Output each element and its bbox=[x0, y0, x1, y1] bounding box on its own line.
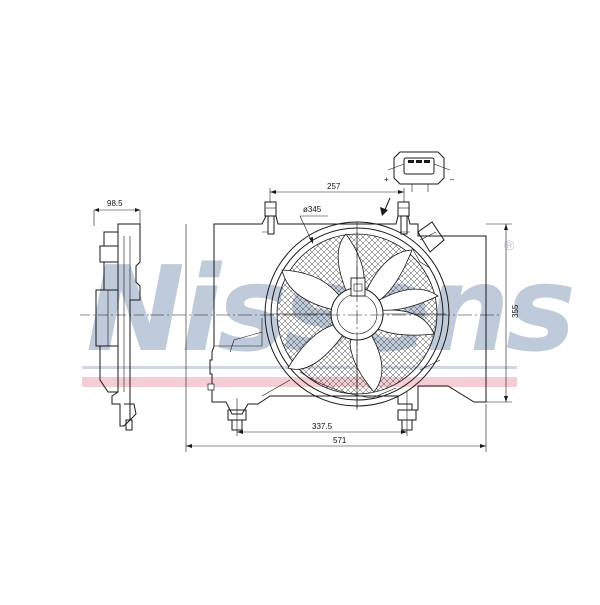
bottom-mount-left bbox=[227, 398, 247, 436]
bottom-mount-spacing-label: 337.5 bbox=[312, 422, 333, 431]
top-mount-left bbox=[264, 201, 277, 235]
connector-minus-label: – bbox=[450, 175, 455, 184]
connector-plus-label: + bbox=[384, 175, 389, 184]
watermark-registered-mark: ® bbox=[504, 237, 515, 253]
side-depth-label: 98.5 bbox=[107, 199, 123, 208]
bottom-mount-right bbox=[397, 392, 417, 436]
side-view: 98.5 bbox=[80, 199, 150, 431]
fan-diameter-label: ø345 bbox=[303, 205, 322, 214]
side-depth-dimension: 98.5 bbox=[93, 199, 141, 226]
dimension-overall-width: 571 bbox=[185, 224, 487, 452]
fan-connector-housing bbox=[411, 221, 445, 269]
watermark-band bbox=[82, 377, 517, 387]
dimension-height: 355 bbox=[486, 223, 520, 403]
dimension-top-mount: 257 bbox=[269, 182, 405, 202]
front-view bbox=[150, 201, 500, 436]
top-mount-right bbox=[397, 201, 410, 235]
airflow-arrow-icon bbox=[380, 197, 391, 216]
overall-width-label: 571 bbox=[333, 436, 347, 445]
top-mount-spacing-label: 257 bbox=[327, 182, 341, 191]
dimension-bottom-mount: 337.5 bbox=[237, 422, 407, 434]
connector-detail: + – bbox=[380, 151, 455, 216]
dimension-fan-diameter: ø345 bbox=[299, 205, 328, 244]
height-label: 355 bbox=[511, 304, 520, 318]
